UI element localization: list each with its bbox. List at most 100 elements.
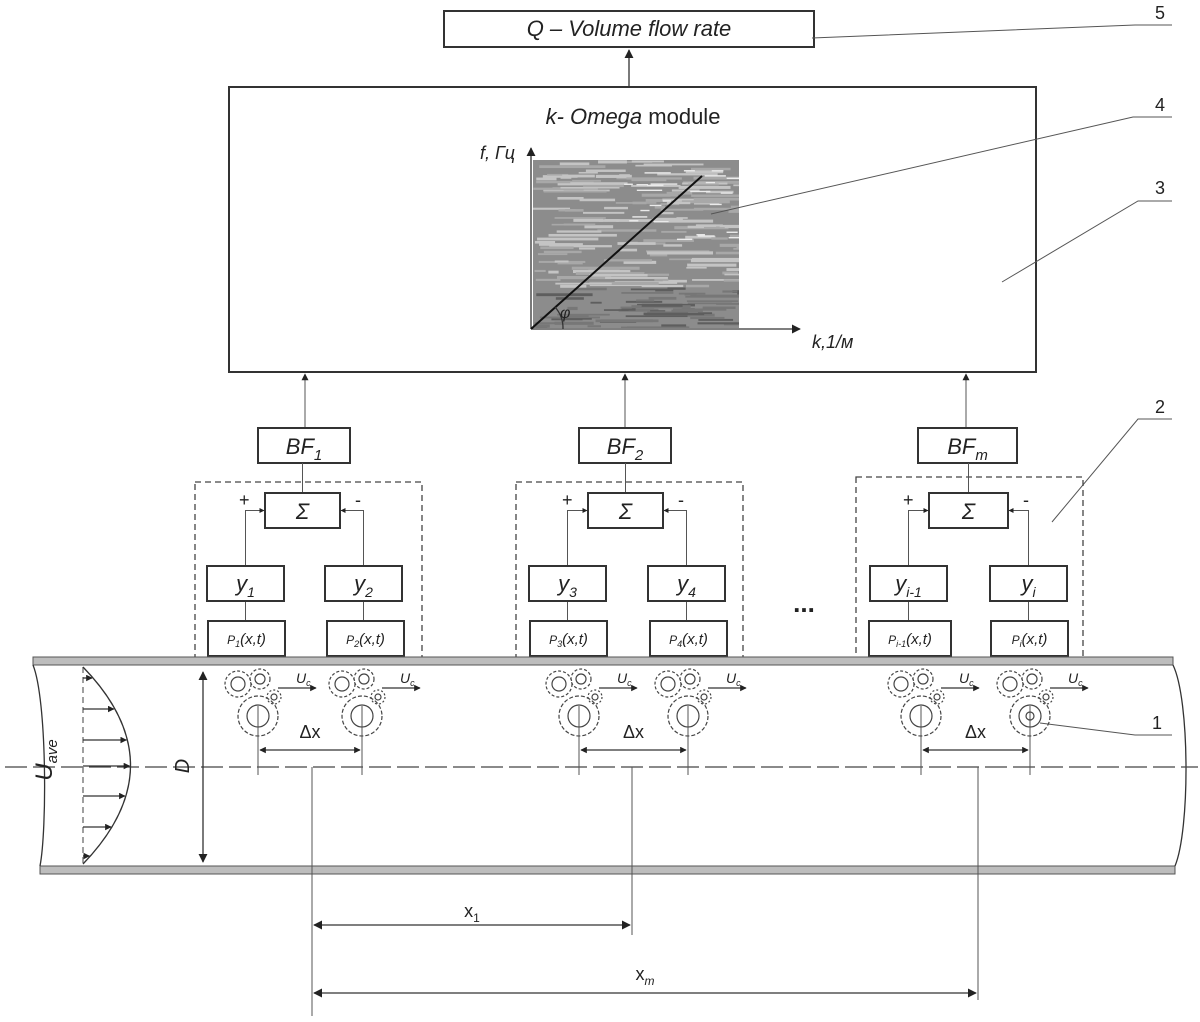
- spectrum-stripe: [554, 260, 569, 263]
- convection-velocity-label: Uc: [959, 670, 974, 688]
- spectrum-peak: [676, 238, 693, 241]
- spectrum-stripe: [647, 311, 689, 314]
- spectrum-stripe: [537, 253, 568, 256]
- diameter-label: D: [172, 759, 194, 773]
- callout-1-target: [1025, 711, 1035, 721]
- spectrum-stripe: [668, 219, 714, 223]
- spectrum-stripe: [690, 316, 725, 320]
- spectrum-stripe: [536, 293, 593, 297]
- beamformer-label: BF1: [286, 434, 322, 464]
- pipe-bottom-wall: [39, 865, 1176, 875]
- spectrum-stripe: [693, 202, 720, 205]
- spectrum-stripe: [583, 184, 624, 188]
- spectrum-texture: [533, 160, 739, 328]
- spectrum-stripe: [643, 239, 694, 242]
- spectrum-stripe: [539, 243, 583, 246]
- spectrum-stripe: [678, 292, 706, 295]
- spectrum-stripe: [632, 201, 647, 205]
- spectrum-stripe: [654, 205, 665, 209]
- spectrum-stripe: [543, 189, 610, 192]
- spectrum-stripe: [649, 253, 668, 257]
- spectrum-stripe: [711, 237, 728, 240]
- pressure-sensor-box: [326, 620, 405, 657]
- pressure-sensor-label: Pi-1(x,t): [888, 631, 932, 649]
- plus-sign: +: [562, 490, 573, 510]
- spectrum-stripe: [589, 281, 659, 285]
- amplifier-label: yi: [1019, 571, 1036, 600]
- spectrum-peak: [649, 204, 662, 207]
- distance-dimensions: x1 xm: [311, 767, 979, 1016]
- amplifier-box: [206, 565, 285, 602]
- spectrum-stripe: [587, 325, 601, 328]
- f-axis-label: f, Гц: [480, 143, 515, 163]
- minus-input-line: [1008, 508, 1029, 566]
- spectrum-stripe: [560, 284, 587, 288]
- spectrum-stripe: [641, 284, 684, 288]
- spectrum-stripe: [570, 182, 628, 185]
- dx-label: Δx: [299, 722, 320, 742]
- spectrum-stripe: [728, 210, 739, 213]
- spectrum-stripe: [654, 278, 669, 281]
- spectrum-stripe: [585, 169, 626, 172]
- spectrum-stripe: [733, 184, 739, 187]
- minus-sign: -: [355, 490, 361, 510]
- spectrum-stripe: [567, 306, 578, 311]
- spectrum-stripe: [623, 260, 657, 264]
- spectrum-stripe: [617, 242, 656, 245]
- group-ellipsis: ...: [793, 588, 815, 618]
- spectrum-stripe: [621, 307, 636, 311]
- spectrum-peak: [632, 216, 648, 218]
- spectrum-peak: [624, 183, 633, 185]
- spectrum-stripe: [724, 273, 739, 276]
- spectrum-stripe: [686, 284, 710, 288]
- spectrum-stripe: [579, 198, 616, 202]
- spectrum-stripe: [691, 194, 739, 197]
- eddy-cluster: Uc: [224, 668, 317, 775]
- spectrum-stripe: [557, 313, 610, 316]
- dx-label: Δx: [623, 722, 644, 742]
- spectrum-stripe: [536, 177, 557, 181]
- spectrum-stripe: [696, 224, 723, 227]
- eddy-cluster: Uc: [328, 668, 421, 775]
- spectrum-peak: [629, 220, 639, 222]
- spectrum-stripe: [619, 174, 630, 178]
- amplifier-box: [989, 565, 1068, 602]
- spectrum-peak: [720, 192, 733, 194]
- spectrum-peak: [709, 203, 722, 206]
- xm-label: xm: [636, 964, 655, 988]
- spectrum-stripe: [693, 207, 739, 211]
- pressure-sensor-box: [529, 620, 608, 657]
- convection-velocity-label: Uc: [1068, 670, 1083, 688]
- spectrum-stripe: [690, 294, 739, 297]
- beamformer-box: [578, 427, 672, 464]
- angle-arc: [554, 306, 564, 330]
- callout-3-number: 3: [1155, 178, 1165, 198]
- velocity-profile-curve: [82, 666, 132, 865]
- spectrum-stripe: [603, 309, 629, 311]
- spectrum-stripe: [621, 292, 674, 294]
- spectrum-stripe: [625, 300, 663, 303]
- spectrum-stripe: [715, 251, 739, 255]
- spectrum-stripe: [645, 199, 676, 202]
- pressure-sensor-box: [207, 620, 286, 657]
- k-axis-label: k,1/м: [812, 332, 853, 352]
- spectrum-stripe: [669, 258, 709, 261]
- module-title-italic: k- Omega: [546, 104, 643, 129]
- volume-flow-rate-label: Q – Volume flow rate: [527, 16, 732, 41]
- spectrum-stripe: [572, 270, 631, 274]
- plus-sign: +: [239, 490, 250, 510]
- summator-symbol: Σ: [618, 499, 633, 524]
- spectrum-peak: [696, 234, 705, 236]
- summator-symbol: Σ: [961, 499, 976, 524]
- spectrum-stripe: [648, 242, 666, 245]
- spectrum-stripe: [605, 276, 668, 279]
- callout-2-number: 2: [1155, 397, 1165, 417]
- summator-symbol: Σ: [295, 499, 310, 524]
- spectrum-stripe: [555, 282, 612, 285]
- adder-group-border: [515, 481, 744, 660]
- spectrum-stripe: [616, 219, 666, 222]
